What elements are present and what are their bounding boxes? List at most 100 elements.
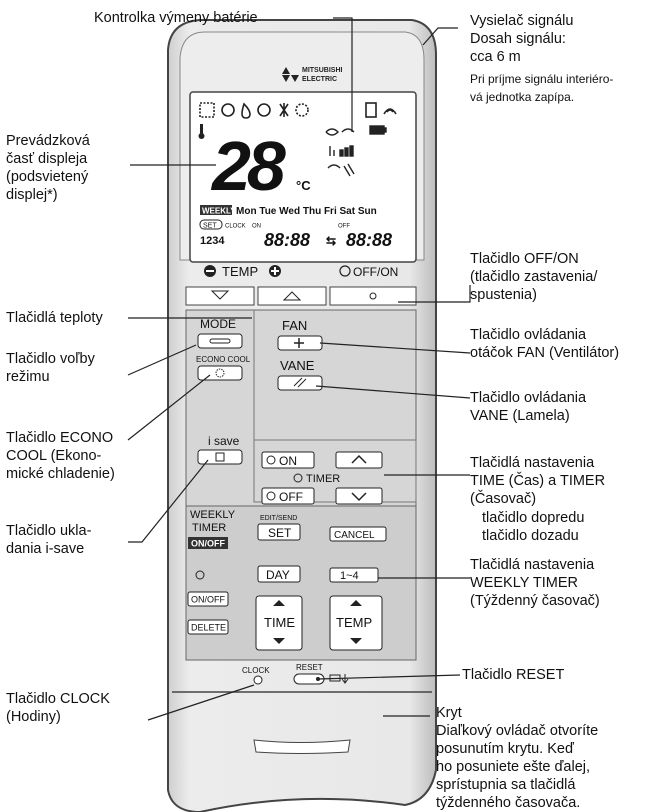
cancel-button[interactable]	[329, 526, 387, 542]
fan-mode-icon	[279, 103, 289, 117]
mode-label: MODE	[200, 317, 236, 331]
set-button[interactable]	[257, 523, 301, 541]
brand-line2: ELECTRIC	[302, 76, 337, 83]
onoff-small-label: ON/OFF	[191, 595, 225, 605]
label-battery-indicator: Kontrolka výmeny batérie	[94, 10, 258, 26]
power-icon	[339, 265, 351, 277]
fan-label: FAN	[282, 318, 307, 333]
lcd-display	[189, 91, 417, 263]
weekly-onoff-button[interactable]	[188, 537, 228, 549]
clock-label: CLOCK	[242, 666, 270, 675]
temp-button[interactable]	[329, 595, 383, 651]
program-numbers: 1234	[200, 235, 225, 247]
auto-icon	[199, 102, 215, 118]
day-button-label: DAY	[266, 568, 290, 582]
timer-label: TIMER	[306, 473, 340, 485]
label-temperature-buttons: Tlačidlá teploty	[6, 310, 103, 326]
timer-on-label: ON	[279, 454, 297, 468]
heat-icon	[257, 103, 271, 117]
temp-button-label: TEMP	[336, 615, 372, 630]
fan-level-icon	[329, 146, 335, 156]
label-econo-cool-button: Tlačidlo ECONO COOL (Ekono- mické chlade…	[6, 430, 115, 482]
econo-cool-label: ECONO COOL	[196, 355, 251, 364]
temp-unit: °C	[296, 178, 311, 193]
range-button[interactable]	[329, 567, 379, 583]
airflow-icon	[341, 128, 355, 133]
off-small: OFF	[338, 224, 350, 230]
vane-button[interactable]	[277, 375, 323, 391]
temp-down-button[interactable]	[185, 286, 255, 306]
offon-button[interactable]	[329, 286, 417, 306]
label-reset-button: Tlačidlo RESET	[462, 667, 565, 683]
delete-button[interactable]	[187, 619, 229, 635]
time-button-label: TIME	[264, 615, 295, 630]
weekly-timer-label-1: WEEKLY	[190, 509, 236, 521]
label-clock-button: Tlačidlo CLOCK (Hodiny)	[6, 691, 110, 725]
timer-off-button[interactable]	[261, 487, 315, 505]
mitsubishi-logo	[282, 67, 299, 82]
weekly-badge: WEEKLY	[202, 207, 236, 216]
cool-icon	[221, 103, 235, 117]
label-signal-note: Pri príjme signálu interiéro- vá jednotk…	[470, 72, 614, 104]
days-row: Mon Tue Wed Thu Fri Sat Sun	[236, 206, 377, 217]
temp-row-label: TEMP	[222, 264, 258, 279]
mode-button[interactable]	[197, 333, 243, 349]
offon-row-label: OFF/ON	[353, 265, 398, 279]
label-weekly-timer-buttons: Tlačidlá nastavenia WEEKLY TIMER (Týžden…	[470, 557, 600, 609]
label-isave-button: Tlačidlo ukla- dania i-save	[6, 523, 92, 557]
clock-small: CLOCK	[225, 224, 246, 230]
vane-icon	[327, 164, 341, 169]
brand-line1: MITSUBISHI	[302, 67, 343, 74]
weekly-onoff-small-button[interactable]	[187, 591, 229, 607]
label-mode-select-button: Tlačidlo voľby režimu	[6, 351, 95, 385]
clock-icon	[195, 570, 205, 580]
label-fan-button: Tlačidlo ovládania otáčok FAN (Ventiláto…	[470, 327, 620, 361]
thermometer-icon	[198, 124, 205, 139]
econo-icon	[295, 103, 309, 117]
econo-cool-button[interactable]	[197, 365, 243, 381]
chevron-down-icon	[351, 492, 367, 502]
reset-label: RESET	[296, 663, 323, 672]
leader-lines	[127, 17, 471, 721]
time-button[interactable]	[255, 595, 303, 651]
temp-up-button[interactable]	[257, 286, 327, 306]
temp-digits: 28	[210, 127, 286, 205]
vane-position-icon	[343, 163, 355, 177]
forward-button[interactable]	[335, 451, 383, 469]
label-forward-button: tlačidlo dopredu	[482, 510, 585, 526]
battery-icon	[369, 125, 385, 135]
timer-off-label: OFF	[279, 490, 303, 504]
time-on-display: 88:88	[264, 230, 310, 250]
backward-button[interactable]	[335, 487, 383, 505]
label-backward-button: tlačidlo dozadu	[482, 528, 579, 544]
label-vane-button: Tlačidlo ovládania VANE (Lamela)	[470, 390, 587, 424]
mode-icons	[199, 102, 397, 119]
isave-button[interactable]	[197, 449, 243, 465]
set-badge: SET	[203, 223, 217, 230]
chevron-up-icon	[351, 454, 367, 464]
on-small: ON	[252, 224, 261, 230]
label-time-timer-buttons: Tlačidlá nastavenia TIME (Čas) a TIMER (…	[470, 455, 606, 507]
clock-button[interactable]	[253, 675, 263, 685]
cancel-button-label: CANCEL	[334, 530, 375, 541]
signal-icon	[383, 108, 397, 115]
delete-button-label: DELETE	[191, 623, 226, 633]
timer-on-button[interactable]	[261, 451, 315, 469]
label-cover: Kryt Diaľkový ovládač otvoríte posunutím…	[436, 705, 599, 811]
label-off-on-button: Tlačidlo OFF/ON (tlačidlo zastavenia/ sp…	[470, 251, 598, 303]
label-signal-transmitter: Vysielač signálu Dosah signálu: cca 6 m	[470, 13, 574, 65]
day-button[interactable]	[257, 565, 301, 583]
edit-send-label: EDIT/SEND	[260, 515, 297, 522]
weekly-onoff-label: ON/OFF	[191, 539, 225, 549]
range-button-label: 1~4	[340, 570, 359, 582]
time-off-display: 88:88	[346, 230, 392, 250]
dry-icon	[241, 102, 251, 119]
weekly-timer-label-2: TIMER	[192, 522, 226, 534]
fan-speed-icon	[325, 128, 339, 136]
lock-icon	[365, 102, 377, 118]
svg-text:⇆: ⇆	[326, 234, 336, 248]
cover-handle	[253, 739, 351, 754]
vane-label: VANE	[280, 358, 315, 373]
